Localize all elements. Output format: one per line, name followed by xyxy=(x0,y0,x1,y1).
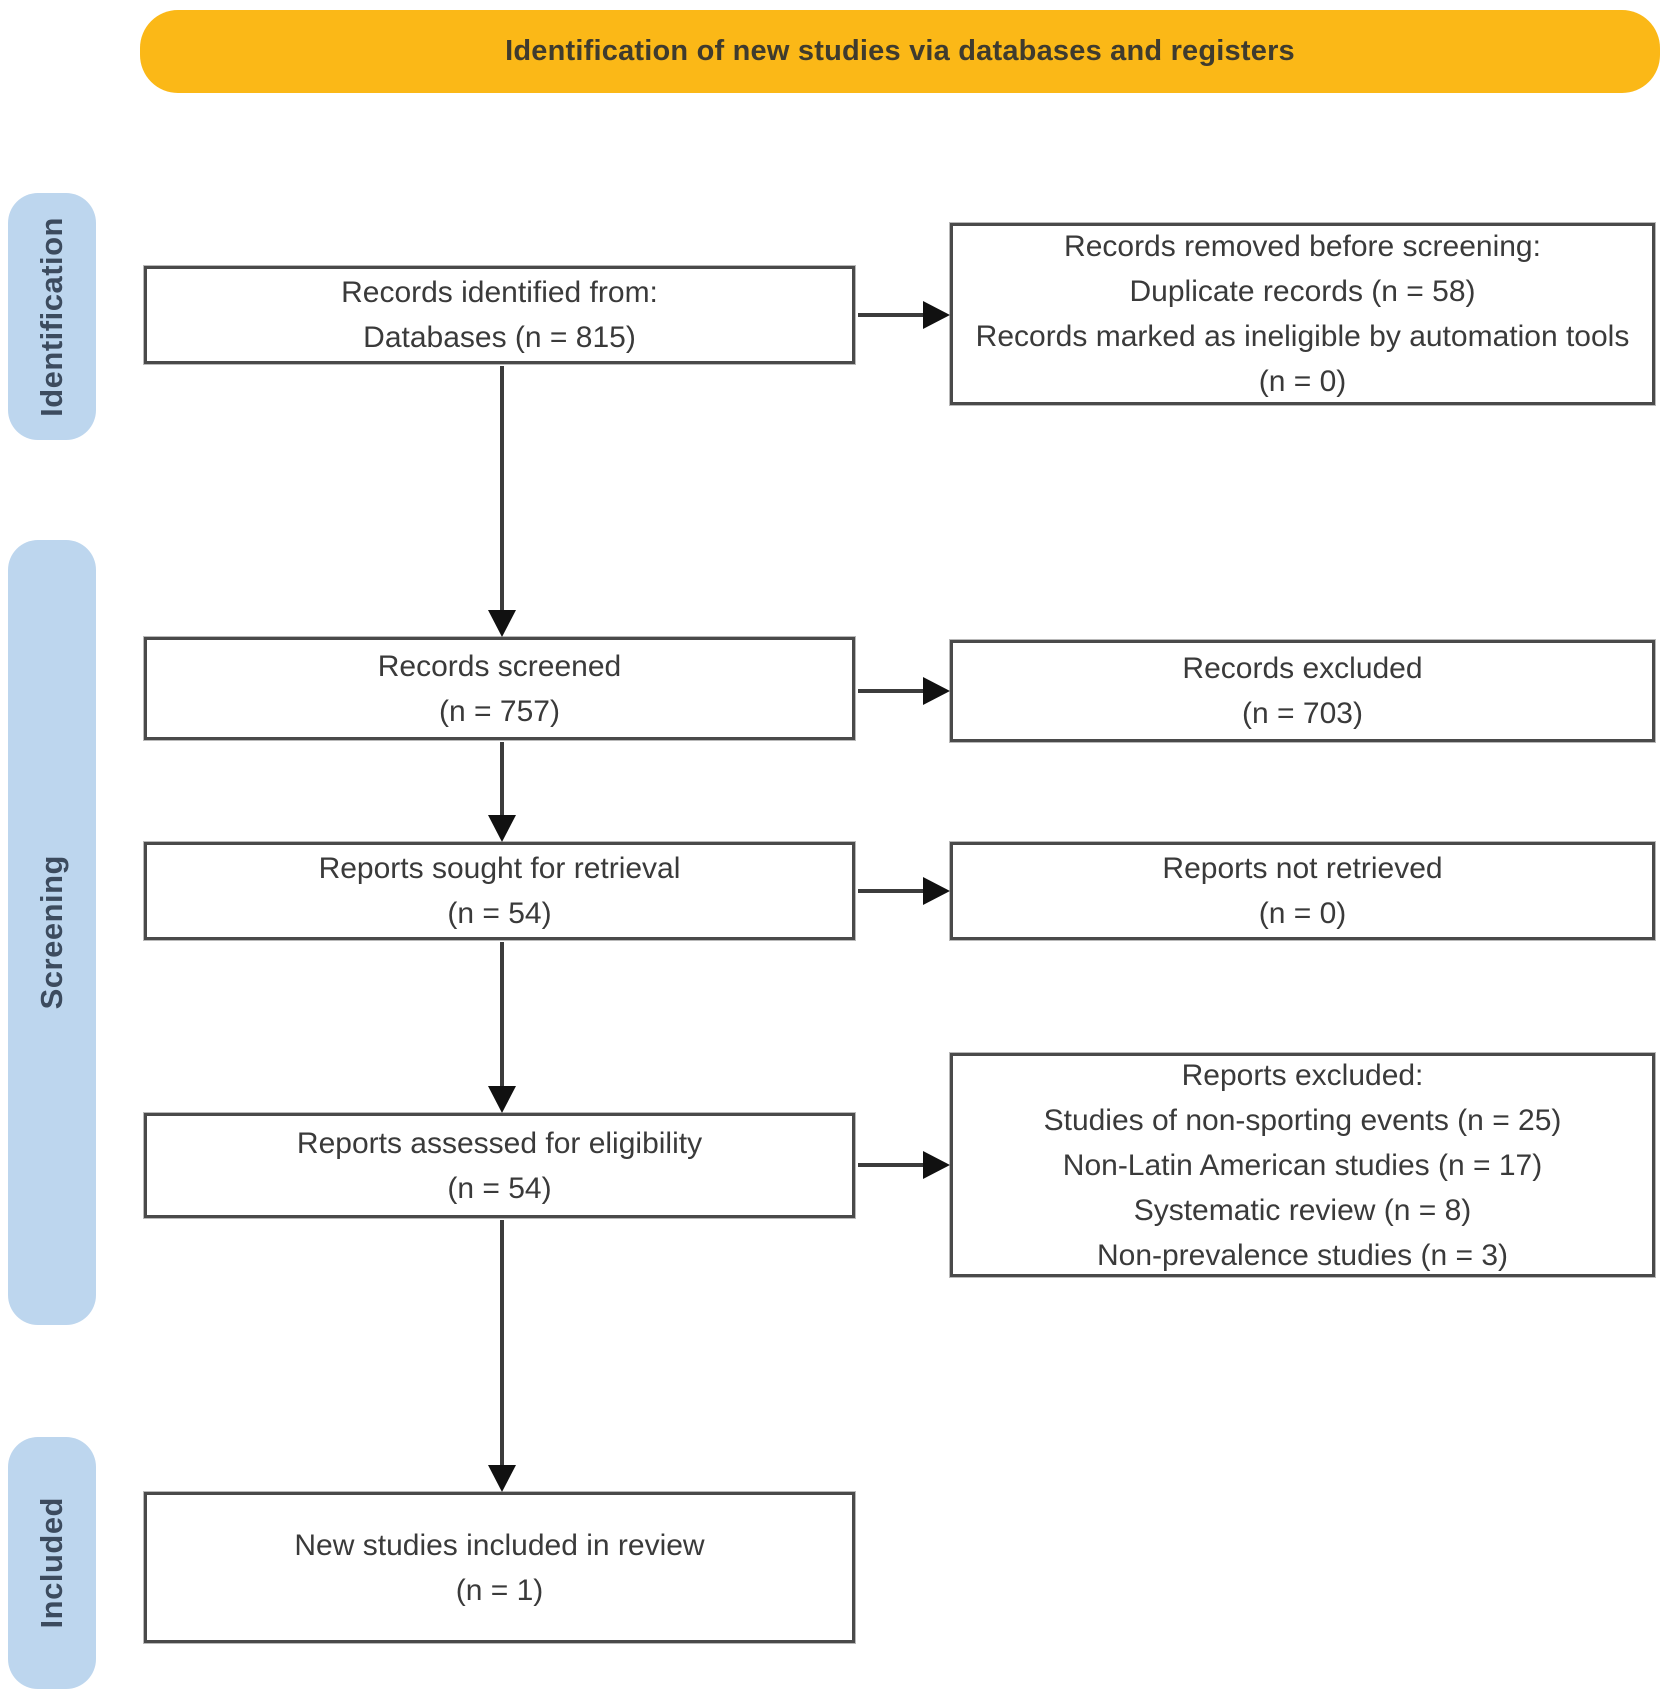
stage-label-included: Included xyxy=(34,1497,69,1629)
box-line: New studies included in review xyxy=(294,1528,705,1562)
box-line: Non-prevalence studies (n = 3) xyxy=(1096,1238,1509,1272)
box-line: Records identified from: xyxy=(341,276,658,309)
box-line: Records screened xyxy=(377,649,622,683)
box-records-removed: Records removed before screening: Duplic… xyxy=(950,223,1655,405)
box-line: (n = 54) xyxy=(447,897,552,930)
stage-bar-screening: Screening xyxy=(8,540,96,1325)
box-line: (n = 703) xyxy=(1242,697,1363,730)
box-line: Records marked as ineligible by automati… xyxy=(975,320,1630,398)
box-records-identified: Records identified from: Databases (n = … xyxy=(144,266,855,364)
box-line: Reports not retrieved xyxy=(1162,852,1443,885)
box-line: Records excluded xyxy=(1182,652,1423,685)
box-records-screened: Records screened (n = 757) xyxy=(144,637,855,740)
box-reports-not-retrieved: Reports not retrieved (n = 0) xyxy=(950,842,1655,940)
banner-label: Identification of new studies via databa… xyxy=(505,35,1295,67)
stage-bar-identification: Identification xyxy=(8,193,96,440)
stage-label-identification: Identification xyxy=(34,216,69,417)
box-line: (n = 54) xyxy=(447,1171,552,1205)
box-line: Records removed before screening: xyxy=(1064,230,1541,263)
box-new-studies-included: New studies included in review (n = 1) xyxy=(144,1492,855,1643)
box-line: Studies of non-sporting events (n = 25) xyxy=(1043,1103,1562,1137)
box-reports-sought: Reports sought for retrieval (n = 54) xyxy=(144,842,855,940)
box-reports-excluded: Reports excluded: Studies of non-sportin… xyxy=(950,1053,1655,1277)
box-line: (n = 1) xyxy=(455,1573,544,1607)
box-line: (n = 757) xyxy=(439,694,560,728)
box-records-excluded: Records excluded (n = 703) xyxy=(950,640,1655,742)
box-line: Reports excluded: xyxy=(1181,1058,1424,1092)
box-line: Databases (n = 815) xyxy=(363,321,636,354)
box-line: Reports sought for retrieval xyxy=(318,852,681,885)
banner-identification-of-new-studies: Identification of new studies via databa… xyxy=(140,10,1660,93)
box-line: Non-Latin American studies (n = 17) xyxy=(1062,1148,1543,1182)
box-line: Duplicate records (n = 58) xyxy=(1129,275,1476,308)
stage-label-screening: Screening xyxy=(34,855,69,1010)
box-reports-assessed: Reports assessed for eligibility (n = 54… xyxy=(144,1113,855,1218)
box-line: Reports assessed for eligibility xyxy=(296,1126,703,1160)
box-line: (n = 0) xyxy=(1258,897,1347,930)
stage-bar-included: Included xyxy=(8,1437,96,1689)
box-line: Systematic review (n = 8) xyxy=(1133,1193,1472,1227)
